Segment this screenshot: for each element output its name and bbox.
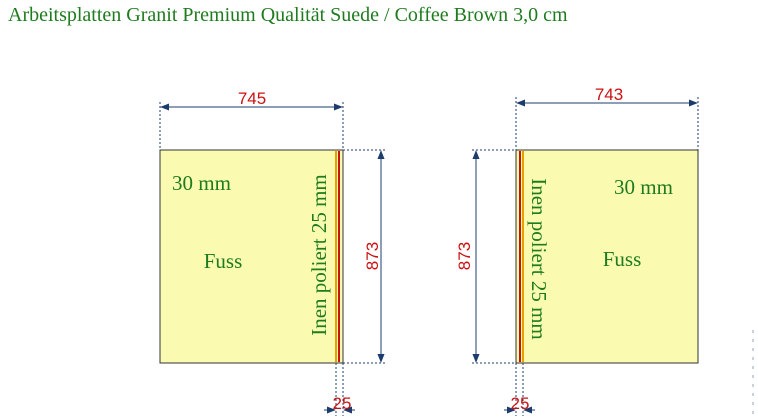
left-height-dimension <box>343 149 386 364</box>
right-edge-note: Inen poliert 25 mm <box>527 178 551 340</box>
right-width-label: 743 <box>595 85 623 104</box>
left-thickness-label: 30 mm <box>172 171 231 195</box>
right-height-label: 873 <box>455 242 474 270</box>
left-panel-body <box>159 149 344 364</box>
left-width-dimension <box>159 102 344 150</box>
right-width-dimension <box>515 97 699 150</box>
left-edge-note: Inen poliert 25 mm <box>307 174 331 336</box>
left-edge-label: 25 <box>333 394 352 413</box>
right-panel: 743 873 25 30 mm Fuss Inen poliert 25 mm <box>455 85 699 416</box>
left-height-label: 873 <box>363 242 382 270</box>
left-name-label: Fuss <box>204 249 243 273</box>
right-edge-dimension <box>504 363 535 416</box>
right-edge-label: 25 <box>511 394 530 413</box>
drawing-title: Arbeitsplatten Granit Premium Qualität S… <box>8 4 568 26</box>
left-width-label: 745 <box>238 89 266 108</box>
left-edge-dimension <box>324 363 355 416</box>
right-name-label: Fuss <box>603 247 642 271</box>
right-height-dimension <box>472 149 516 364</box>
right-thickness-label: 30 mm <box>614 175 673 199</box>
right-panel-body <box>515 149 699 364</box>
left-panel: 745 873 25 30 mm Fuss Inen poliert 25 mm <box>159 89 386 416</box>
